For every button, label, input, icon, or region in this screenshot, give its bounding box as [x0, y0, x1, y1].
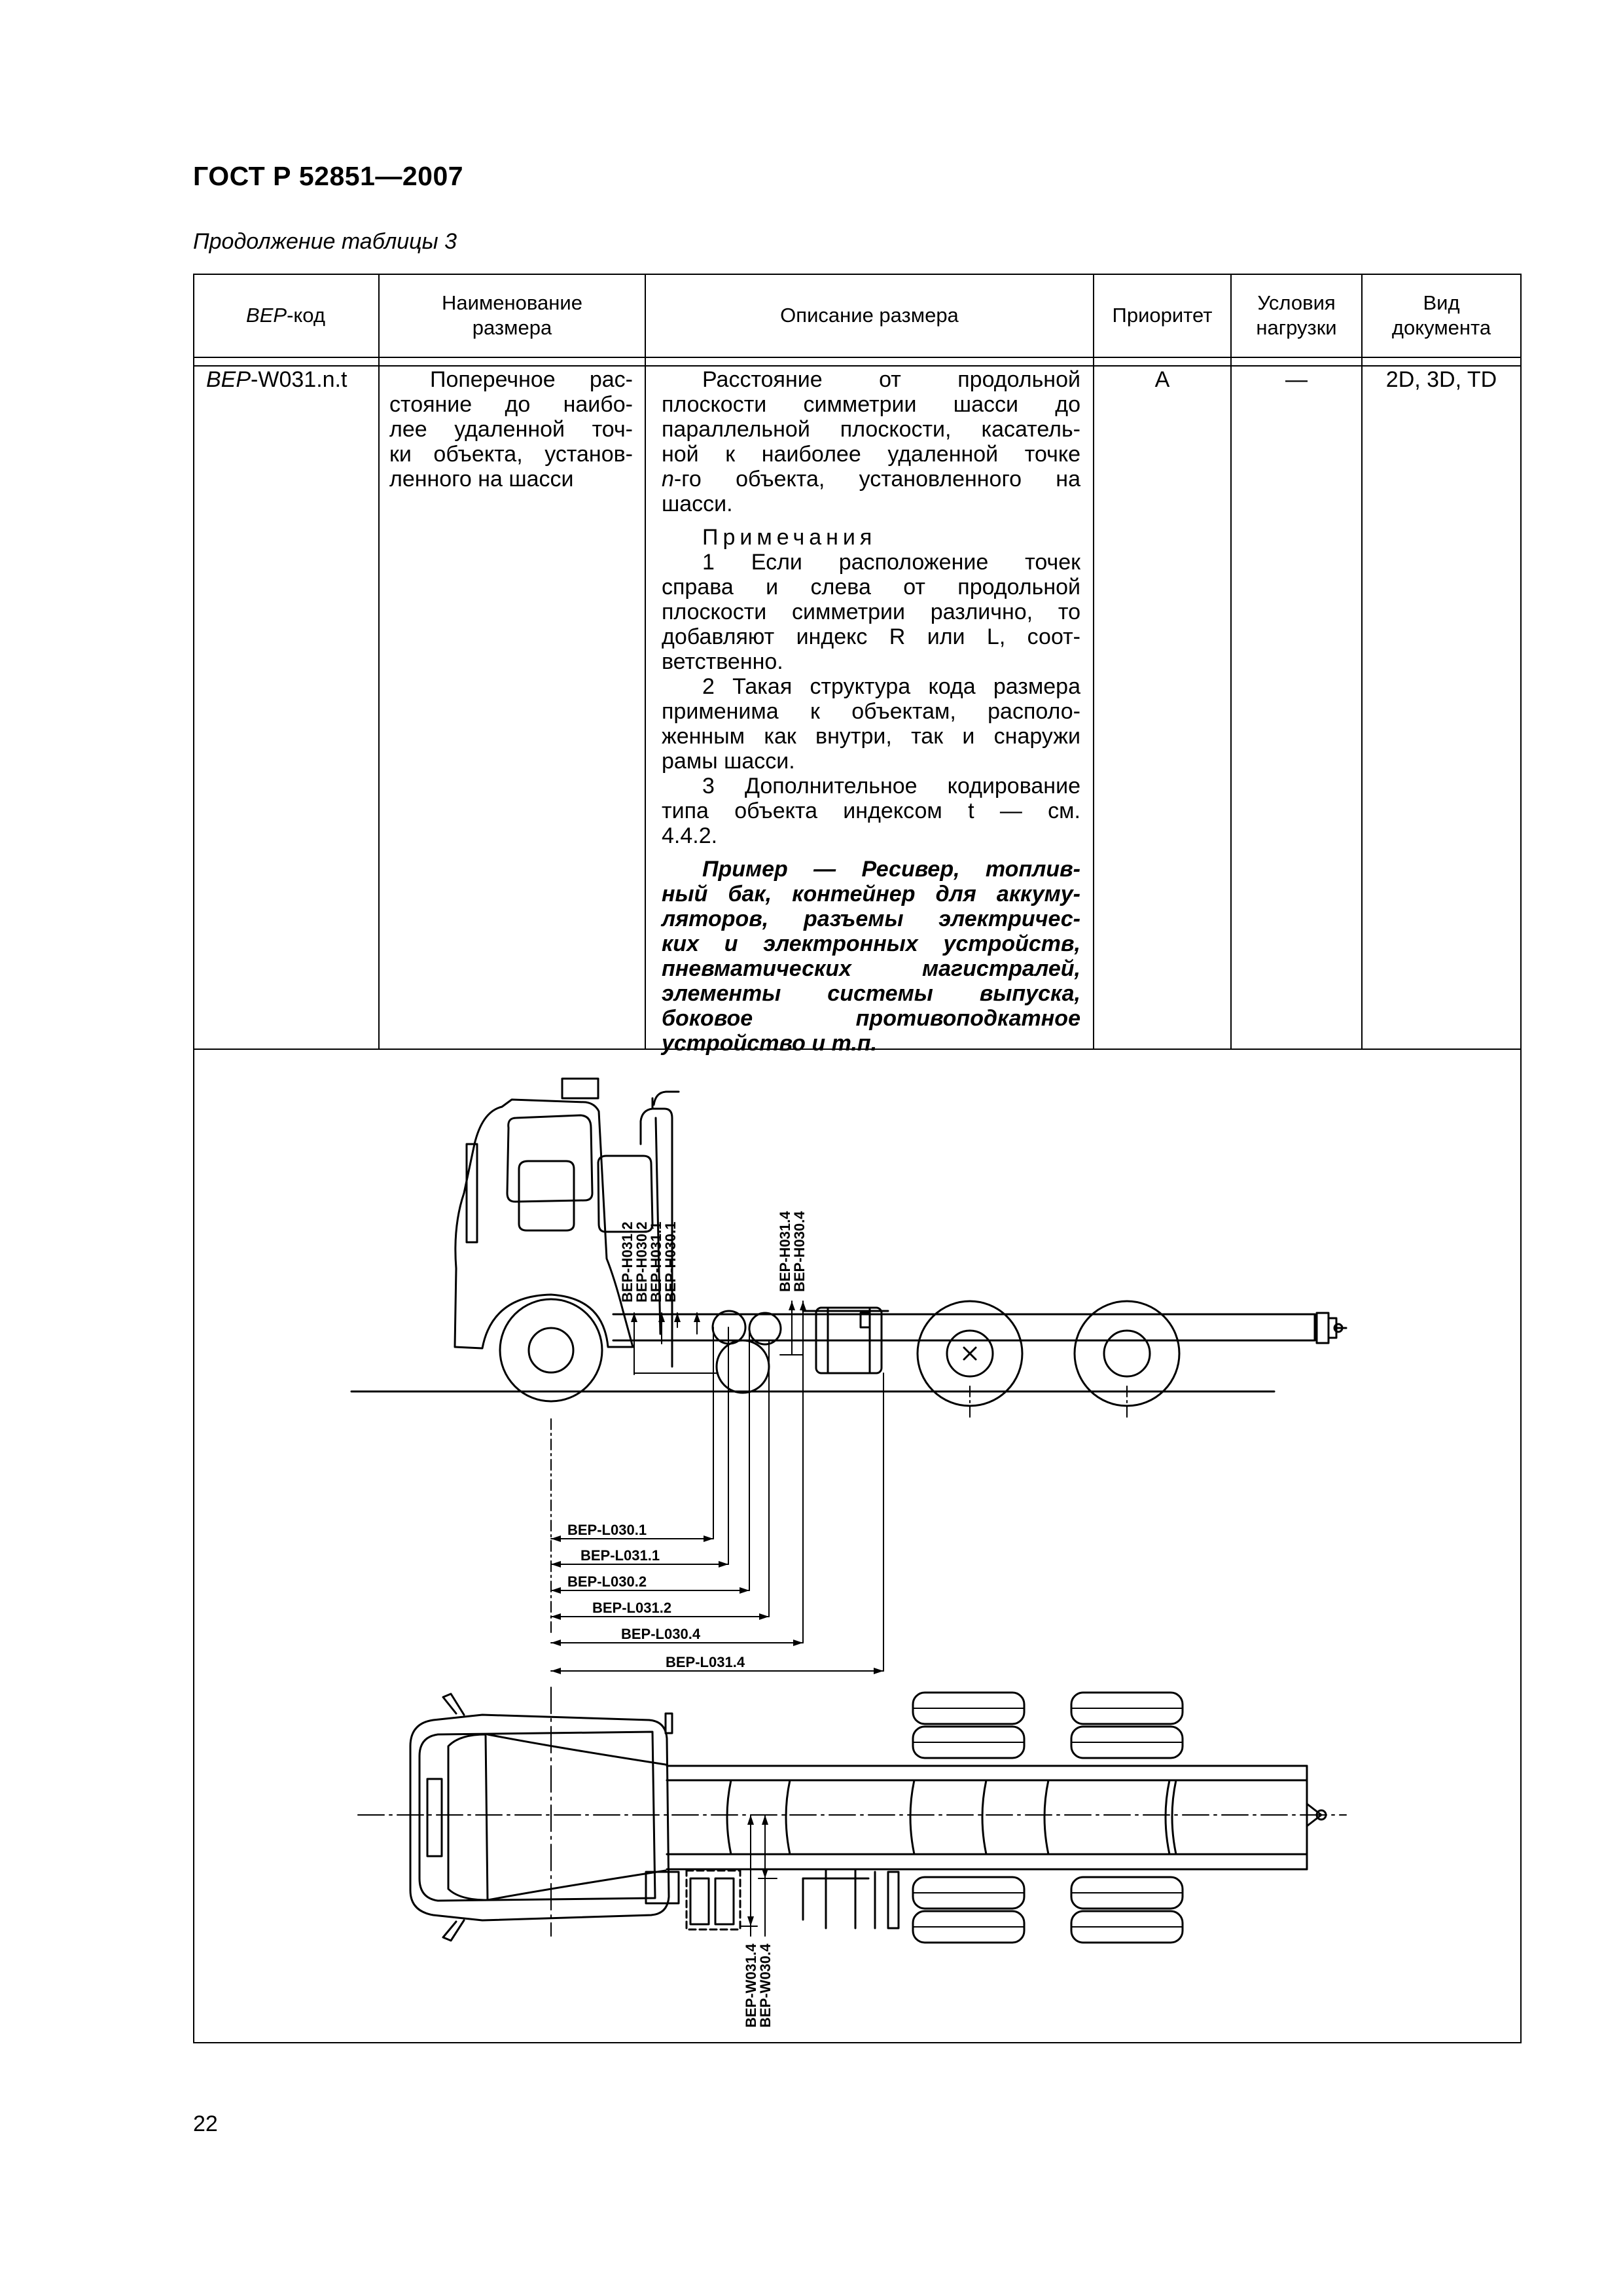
- label-l031-4: BEP-L031.4: [666, 1654, 745, 1670]
- example-line: боковое противоподкатное: [662, 1006, 1080, 1031]
- description-line: ной к наиболее удаленной точке: [662, 442, 1080, 467]
- column-header-document-line1: Вид: [1423, 291, 1460, 314]
- column-header-code-italic: BEP: [246, 303, 287, 327]
- note-line: ветственно.: [662, 649, 783, 674]
- side-view-dimensions: [550, 1300, 1128, 1672]
- row-document: 2D, 3D, TD: [1385, 367, 1497, 392]
- page-number: 22: [193, 2111, 218, 2136]
- side-view-truck: [350, 1077, 1347, 1407]
- row-name-line: ки объекта, установ-: [389, 442, 633, 467]
- label-h031-1: BEP-H031.1: [648, 1221, 664, 1302]
- example-line: ный бак, контейнер для аккуму-: [662, 882, 1080, 906]
- note-line: 2 Такая структура кода размера: [702, 674, 1080, 699]
- label-l030-4: BEP-L030.4: [621, 1626, 701, 1642]
- example-line: устройство и т.п.: [662, 1031, 878, 1056]
- label-h030-4: BEP-H030.4: [791, 1211, 808, 1292]
- description-line: параллельной плоскости, касатель-: [662, 417, 1080, 442]
- row-name-line: ленного на шасси: [389, 467, 574, 492]
- description-line: n-го объекта, установленного на: [662, 467, 1080, 492]
- example-block: Пример — Ресивер, топлив- ный бак, конте…: [662, 857, 1080, 1056]
- note-line: типа объекта индексом t — см.: [662, 798, 1080, 823]
- top-arrow-heads: [747, 1815, 768, 1926]
- label-l031-2: BEP-L031.2: [592, 1600, 671, 1616]
- rear-tires: [912, 1691, 1184, 1944]
- column-header-name-line1: Наименование: [442, 291, 582, 314]
- notes-title: Примечания: [702, 525, 877, 550]
- arrow-heads: [551, 1301, 883, 1674]
- description-line: Расстояние от продольной: [702, 367, 1080, 392]
- note-line: 4.4.2.: [662, 823, 718, 848]
- row-code-italic: BEP: [206, 367, 251, 392]
- column-header-document-line2: документа: [1391, 315, 1491, 339]
- label-h030-1: BEP-H030.1: [662, 1221, 679, 1302]
- note-line: 1 Если расположение точек: [702, 550, 1080, 575]
- description-line: шасси.: [662, 492, 733, 516]
- example-line: ких и электронных устройств,: [662, 931, 1080, 956]
- table-caption: Продолжение таблицы 3: [193, 229, 457, 254]
- column-header-description-text: Описание размера: [780, 303, 959, 327]
- row-code: BEP-W031.n.t: [206, 367, 376, 392]
- description-line-text: -го объекта, установленного на: [673, 467, 1080, 492]
- description-n-italic: n: [662, 467, 674, 492]
- standard-title: ГОСТ Р 52851—2007: [193, 161, 464, 191]
- label-h030-2: BEP-H030.2: [633, 1221, 650, 1302]
- label-l030-2: BEP-L030.2: [567, 1573, 647, 1590]
- column-header-load-line2: нагрузки: [1256, 315, 1337, 339]
- label-l031-1: BEP-L031.1: [580, 1547, 660, 1564]
- column-header-code-rest: -код: [287, 303, 325, 327]
- column-header-name-line2: размера: [472, 315, 552, 339]
- column-header-priority: Приоритет: [1094, 274, 1230, 357]
- row-name: Поперечное рас- стояние до наибо- лее уд…: [389, 367, 633, 492]
- row-priority: A: [1154, 367, 1170, 392]
- row-name-line: лее удаленной точ-: [389, 417, 633, 442]
- column-header-load-line1: Условия: [1257, 291, 1336, 314]
- description-line: плоскости симметрии шасси до: [662, 392, 1080, 417]
- label-h031-4: BEP-H031.4: [777, 1211, 793, 1292]
- note-line: рамы шасси.: [662, 749, 795, 774]
- note-line: применима к объектам, располо-: [662, 699, 1080, 724]
- top-view-dimensions: [741, 1814, 777, 1937]
- note-line: плоскости симметрии различно, то: [662, 600, 1080, 624]
- label-w031-4: BEP-W031.4: [743, 1943, 759, 2028]
- row-load: —: [1285, 367, 1308, 392]
- note-line: добавляют индекс R или L, соот-: [662, 624, 1080, 649]
- column-header-description: Описание размера: [646, 274, 1093, 357]
- example-line: ляторов, разъемы электричес-: [662, 906, 1080, 931]
- note-line: женным как внутри, так и снаружи: [662, 724, 1080, 749]
- row-name-line: Поперечное рас-: [430, 367, 633, 392]
- row-name-line: стояние до наибо-: [389, 392, 633, 417]
- note-line: 3 Дополнительное кодирование: [702, 774, 1080, 798]
- row-description: Расстояние от продольной плоскости симме…: [662, 367, 1080, 1056]
- note-line: справа и слева от продольной: [662, 575, 1080, 600]
- column-header-code: BEP-код: [193, 274, 378, 357]
- example-line: элементы системы выпуска,: [662, 981, 1080, 1006]
- label-l030-1: BEP-L030.1: [567, 1522, 647, 1538]
- top-view-truck: [357, 1687, 1347, 1944]
- label-w030-4: BEP-W030.4: [757, 1943, 774, 2028]
- label-h031-2: BEP-H031.2: [619, 1221, 635, 1302]
- column-header-priority-text: Приоритет: [1112, 303, 1213, 327]
- row-code-rest: -W031.n.t: [251, 367, 348, 392]
- example-line: Пример — Ресивер, топлив-: [702, 857, 1080, 882]
- chassis-dimension-figure: BEP-H031.2 BEP-H030.2 BEP-H031.1 BEP-H03…: [350, 1077, 1347, 2028]
- example-line: пневматических магистралей,: [662, 956, 1080, 981]
